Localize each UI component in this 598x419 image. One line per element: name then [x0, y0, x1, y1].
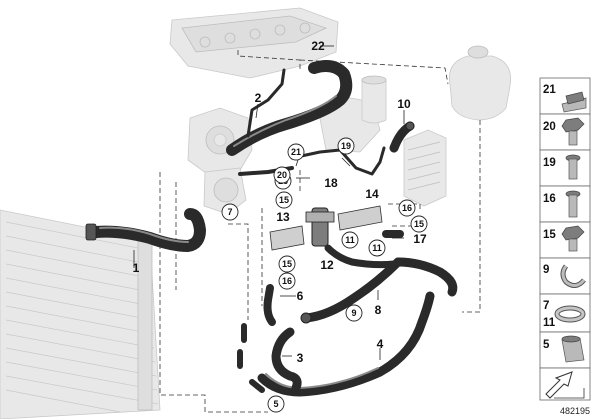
heat-exchanger-ghost — [403, 129, 447, 207]
hex-screw-icon — [561, 225, 585, 252]
callout-labels: 1 2 3 4 6 8 10 12 13 14 17 18 22 — [133, 39, 427, 365]
hose-stubs — [237, 323, 265, 393]
legend-label-9: 9 — [543, 264, 549, 276]
hose-18 — [238, 146, 386, 176]
hose-coupling-icon — [561, 335, 585, 363]
circled-callouts: 7 5 9 11 11 15 15 15 16 16 16 19 20 21 — [221, 137, 428, 413]
callout-16c: 16 — [402, 203, 412, 213]
callout-15c: 15 — [414, 219, 424, 229]
legend-label-11: 11 — [543, 317, 556, 329]
callout-2: 2 — [255, 91, 262, 105]
legend-item-20: 20 — [539, 113, 591, 151]
hex-bolt-icon — [561, 117, 585, 146]
legend-item-9: 9 — [539, 257, 591, 295]
callout-11b: 11 — [372, 243, 382, 253]
legend-label-15: 15 — [543, 229, 556, 241]
legend-item-15: 15 — [539, 221, 591, 259]
parts-legend: 21 20 19 16 — [539, 77, 591, 401]
spring-nut-icon — [561, 91, 587, 113]
callout-10: 10 — [397, 97, 411, 111]
callout-19: 19 — [341, 141, 351, 151]
legend-item-5: 5 — [539, 331, 591, 369]
radiator-ghost — [0, 209, 161, 419]
callout-16b: 16 — [282, 276, 292, 286]
callout-21: 21 — [291, 147, 301, 157]
assembly-dashed-lines — [159, 50, 481, 413]
callout-6: 6 — [297, 289, 304, 303]
callout-9: 9 — [351, 308, 356, 318]
hose-clamp-icon — [554, 305, 586, 323]
legend-label-5: 5 — [543, 339, 550, 351]
callout-15b: 15 — [282, 259, 292, 269]
legend-item-16: 16 — [539, 185, 591, 223]
legend-label-21: 21 — [543, 84, 556, 96]
callout-15a: 15 — [279, 195, 289, 205]
hose-2 — [226, 60, 353, 156]
legend-item-21: 21 — [539, 77, 591, 115]
thermostat-assembly — [269, 205, 404, 251]
callout-7: 7 — [227, 207, 232, 217]
hose-1 — [85, 208, 206, 252]
legend-label-7: 7 — [543, 300, 549, 312]
callout-11a: 11 — [345, 235, 355, 245]
legend-item-7-11: 7 11 — [539, 293, 591, 333]
leader-lines — [133, 45, 405, 360]
torx-bolt-icon — [565, 154, 581, 180]
callout-18: 18 — [324, 176, 338, 190]
direction-arrow-icon — [545, 371, 585, 399]
callout-4: 4 — [377, 337, 384, 351]
hose-8 — [300, 244, 458, 324]
legend-label-20: 20 — [543, 121, 556, 133]
callout-12: 12 — [320, 258, 334, 272]
callout-3: 3 — [297, 351, 304, 365]
hose-clip-icon — [560, 264, 586, 288]
callout-17: 17 — [413, 232, 427, 246]
hose-3 — [271, 327, 302, 393]
turbocharger-ghost — [187, 107, 253, 215]
legend-label-16: 16 — [543, 193, 556, 205]
legend-item-19: 19 — [539, 149, 591, 187]
legend-item-arrow — [539, 367, 591, 401]
hose-10 — [389, 121, 415, 153]
callout-8: 8 — [375, 303, 382, 317]
diagram-reference-number: 482195 — [560, 406, 590, 416]
callout-20: 20 — [277, 170, 287, 180]
callout-22: 22 — [311, 39, 325, 53]
callout-5: 5 — [273, 399, 278, 409]
engine-block-ghost — [169, 7, 339, 79]
legend-label-19: 19 — [543, 157, 556, 169]
hose-6 — [263, 284, 276, 326]
callout-14: 14 — [365, 187, 379, 201]
callout-1: 1 — [133, 261, 140, 275]
callout-13: 13 — [276, 210, 290, 224]
expansion-tank-ghost — [449, 45, 511, 121]
torx-screw-icon — [565, 190, 581, 218]
